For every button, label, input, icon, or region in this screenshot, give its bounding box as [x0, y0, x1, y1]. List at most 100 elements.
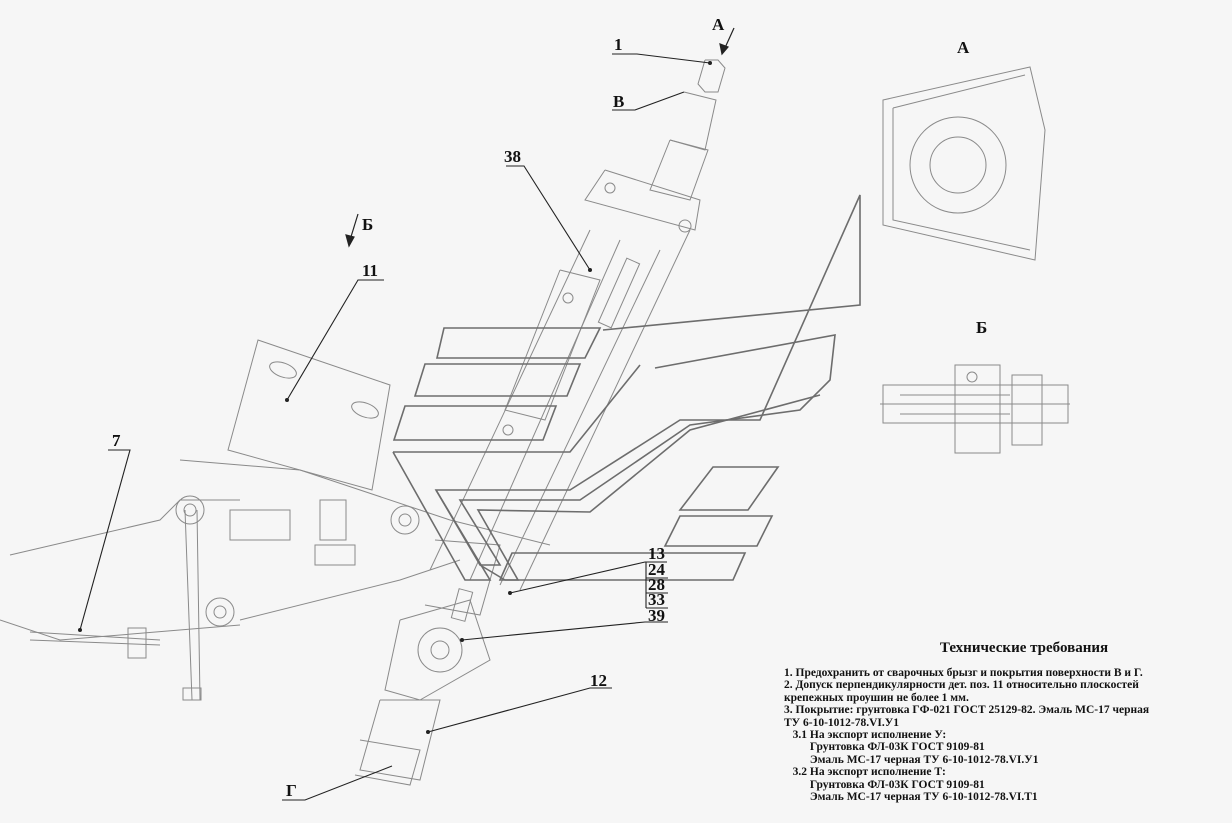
requirement-line: Грунтовка ФЛ-03К ГОСТ 9109-81 — [784, 741, 985, 754]
stripe-top-left-1 — [437, 328, 600, 358]
view-a-arrow-label: А — [712, 15, 725, 34]
requirement-line: 2. Допуск перпендикулярности дет. поз. 1… — [784, 679, 1139, 692]
leader-v — [612, 92, 684, 110]
view-a-boss-inner — [930, 137, 986, 193]
leader-11 — [287, 280, 384, 400]
stripe-bottom-right-3 — [500, 553, 745, 580]
lower-shaft-end — [355, 740, 420, 785]
flange-hole-1 — [605, 183, 615, 193]
stripe-bottom-right-1 — [680, 467, 778, 510]
view-a-inner-edge — [893, 75, 1025, 108]
view-a-plate — [883, 67, 1045, 260]
base-bolt — [128, 628, 146, 658]
requirement-line: ТУ 6-10-1012-78.VI.У1 — [784, 716, 899, 729]
leader-dot-39 — [460, 638, 464, 642]
upper-shaft — [698, 60, 725, 92]
position-label-11: 11 — [362, 261, 379, 280]
chevron-outer — [393, 195, 860, 580]
bracket-hole-1 — [563, 293, 573, 303]
plate-slot-1 — [267, 359, 298, 382]
view-b-arrow-label: Б — [362, 215, 374, 234]
frame-left — [10, 500, 240, 555]
shaft-body — [650, 140, 708, 200]
view-a-title: А — [957, 38, 970, 57]
frame-base-plate — [30, 632, 160, 640]
pivot-3-inner — [214, 606, 226, 618]
requirement-line: Грунтовка ФЛ-03К ГОСТ 9109-81 — [784, 778, 985, 791]
leader-dot-11 — [285, 398, 289, 402]
frame-bottom — [0, 620, 240, 640]
pivot-1 — [176, 496, 204, 524]
plate-slot-2 — [349, 399, 380, 422]
pivot-2-inner — [399, 514, 411, 526]
frame-upper-edge — [180, 460, 550, 545]
requirement-line: 3.1 На экспорт исполнение У: — [784, 729, 947, 742]
surface-label-v: В — [613, 92, 625, 111]
view-a-arrowhead — [720, 44, 728, 54]
pivot-3 — [206, 598, 234, 626]
requirement-line: 1. Предохранить от сварочных брызг и пок… — [784, 667, 1143, 679]
lower-joint-housing — [385, 600, 490, 700]
view-arrows — [346, 28, 734, 246]
position-label-13: 13 — [648, 544, 665, 563]
view-b-title: Б — [976, 318, 988, 337]
position-label-24: 24 — [648, 560, 665, 579]
view-a-detail — [883, 67, 1045, 260]
column-tube-inner-1 — [470, 240, 620, 580]
pivot-1-inner — [184, 504, 196, 516]
small-block — [315, 545, 355, 565]
frame-base-plate-2 — [30, 640, 160, 645]
leader-dot-7 — [78, 628, 82, 632]
position-label-12: 12 — [590, 671, 607, 690]
bracket-hole-2 — [503, 425, 513, 435]
cylinder-block — [230, 510, 290, 540]
view-b-bracket — [955, 365, 1000, 453]
chevron-edge-right — [393, 365, 640, 452]
leader-dot-38 — [588, 268, 592, 272]
bracket-38 — [505, 270, 600, 420]
column-tube-left — [430, 230, 590, 570]
view-b-detail — [880, 365, 1070, 453]
leader-dot-1 — [708, 61, 712, 65]
view-b-arrowhead — [346, 235, 354, 246]
leader-dot-13 — [508, 591, 512, 595]
position-label-33: 33 — [648, 590, 665, 609]
leader-dot-12 — [426, 730, 430, 734]
leader-1 — [612, 54, 710, 63]
position-label-39: 39 — [648, 606, 665, 625]
bracket-slot — [598, 258, 639, 328]
stripe-bottom-right-2 — [665, 516, 772, 546]
leader-39 — [462, 622, 668, 640]
requirement-line: 3.2 На экспорт исполнение Т: — [784, 766, 946, 779]
leader-12 — [428, 688, 612, 732]
leader-g — [282, 766, 392, 800]
leader-13 — [510, 562, 667, 593]
frame-lower-edge — [240, 560, 460, 620]
leader-dots — [78, 61, 712, 734]
lower-joint-ball — [418, 628, 462, 672]
position-label-38: 38 — [504, 147, 521, 166]
chevron-middle — [436, 335, 835, 565]
requirement-line: крепежных проушин не более 1 мм. — [784, 691, 969, 704]
position-label-1: 1 — [614, 35, 623, 54]
view-a-boss-outer — [910, 117, 1006, 213]
column-tube-right — [520, 230, 690, 590]
view-b-hole — [967, 372, 977, 382]
stripe-top-left-3 — [394, 406, 556, 440]
clamp-block — [320, 500, 346, 540]
technical-requirements: Технические требования 1. Предохранить о… — [784, 640, 1224, 803]
requirement-line: Эмаль МС-17 черная ТУ 6-10-1012-78.VI.Т1 — [784, 791, 1038, 804]
lower-joint-ball-inner — [431, 641, 449, 659]
view-b-nut — [1012, 375, 1042, 445]
leader-38 — [506, 166, 590, 270]
vertical-rod — [185, 510, 200, 700]
position-label-7: 7 — [112, 431, 121, 450]
leaders — [80, 54, 710, 800]
chevron-stripes — [393, 195, 860, 580]
column-tube-inner-2 — [500, 250, 660, 585]
part-outlines — [0, 60, 725, 785]
stripe-top-left-2 — [415, 364, 580, 396]
surface-label-g: Г — [286, 781, 297, 800]
leader-7 — [80, 450, 130, 630]
